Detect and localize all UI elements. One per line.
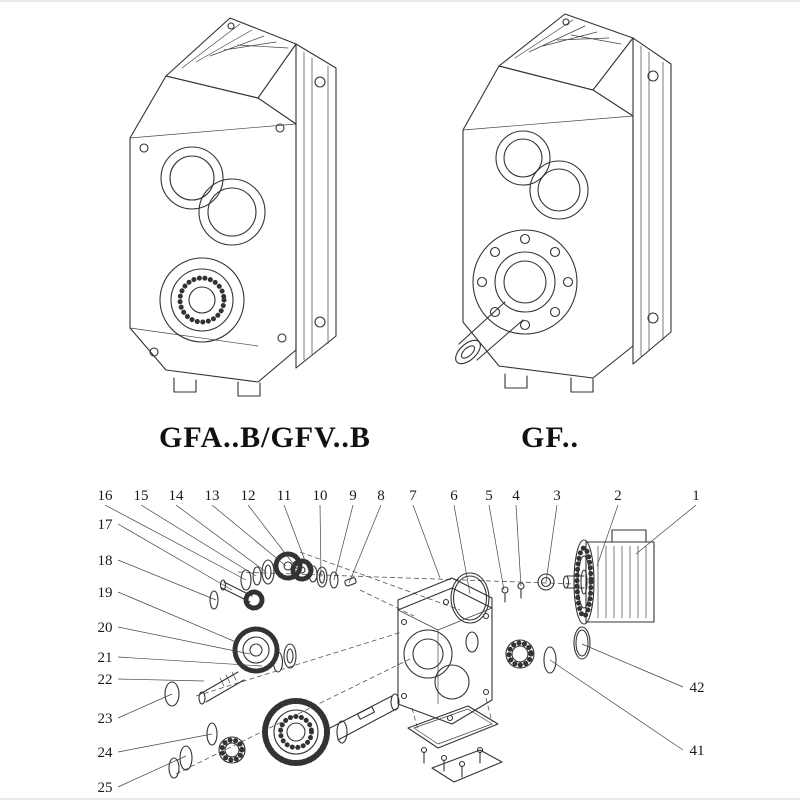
gear-housing: [397, 587, 493, 725]
part-number: 12: [241, 488, 256, 504]
leader-line: [412, 504, 441, 579]
motor-shaft: [562, 575, 570, 589]
washer-part: [272, 651, 284, 673]
part-number: 25: [98, 780, 113, 796]
key-part: [344, 577, 357, 587]
part-number: 41: [690, 743, 705, 759]
part-number: 8: [377, 488, 385, 504]
part-number: 23: [98, 711, 113, 727]
leader-line: [104, 504, 247, 581]
leader-line: [211, 504, 287, 567]
part-number: 24: [98, 745, 114, 761]
leader-line: [117, 559, 217, 601]
key-part: [356, 706, 376, 720]
leader-line: [348, 504, 382, 584]
model-label-gfab-gfvb: GFA..B/GFV..B: [159, 421, 371, 454]
motor-body: [585, 541, 655, 623]
cover-plate-part: [431, 749, 503, 783]
leader-line: [117, 656, 263, 667]
o-ring-part: [450, 572, 490, 624]
bearing-part: [537, 573, 555, 591]
leader-line: [117, 693, 173, 719]
part-number: 1: [692, 488, 700, 504]
part-number: 15: [134, 488, 149, 504]
leader-line: [581, 643, 684, 688]
part-number: 5: [485, 488, 493, 504]
washer-part: [209, 590, 219, 610]
part-number: 42: [690, 680, 705, 696]
part-number: 14: [169, 488, 185, 504]
part-number: 18: [98, 553, 113, 569]
part-number: 7: [409, 488, 417, 504]
circlip-part: [179, 745, 193, 771]
retaining-ring-part: [573, 626, 591, 660]
leader-line: [453, 504, 471, 595]
washer-part: [206, 722, 218, 746]
small-gear-part: [273, 551, 303, 581]
exploded-view-art: 1615141312111098765432117181920212223242…: [98, 488, 705, 796]
leader-line: [596, 504, 619, 567]
part-number: 10: [313, 488, 328, 504]
leader-line: [117, 755, 187, 788]
bearing-part: [283, 643, 297, 669]
gasket-part: [407, 705, 499, 749]
ring-part: [168, 757, 180, 779]
leader-line: [283, 504, 311, 575]
washer-part: [252, 566, 262, 586]
circlip-part: [164, 681, 180, 707]
leader-line: [545, 504, 558, 583]
part-number: 17: [98, 517, 114, 533]
leader-line: [117, 591, 237, 643]
part-number: 16: [98, 488, 114, 504]
part-number: 13: [205, 488, 220, 504]
bearing-part: [261, 559, 275, 585]
small-gear-part: [290, 558, 314, 582]
cover-bolts: [420, 746, 484, 778]
output-gear-part: [262, 698, 330, 766]
bearing-part: [218, 736, 246, 764]
part-number: 19: [98, 585, 113, 601]
leader-line: [319, 504, 322, 578]
part-number: 21: [98, 650, 113, 666]
part-number: 11: [277, 488, 291, 504]
gearbox-gf-art: [455, 13, 672, 393]
intermediate-gear-part: [232, 626, 280, 674]
leader-line: [247, 504, 299, 571]
bearing-part: [505, 639, 535, 669]
leader-line: [117, 626, 251, 655]
leader-line: [117, 733, 213, 753]
part-number: 6: [450, 488, 458, 504]
part-number: 20: [98, 620, 113, 636]
circlip-part: [543, 646, 557, 674]
leader-line: [333, 504, 354, 581]
leader-line: [488, 504, 505, 591]
leader-line: [635, 504, 697, 555]
part-number: 22: [98, 672, 113, 688]
part-number: 2: [614, 488, 622, 504]
part-number: 4: [512, 488, 520, 504]
part-number: 3: [553, 488, 561, 504]
bolt-part: [501, 586, 509, 594]
bearing-part: [316, 566, 328, 588]
leader-line: [175, 504, 267, 573]
gearbox-drawing-gf: [425, 6, 705, 406]
motor-flange: [573, 539, 595, 625]
model-label-gf: GF..: [521, 421, 579, 454]
leader-line: [515, 504, 522, 587]
leader-line: [117, 523, 233, 591]
leader-line: [117, 678, 205, 682]
leader-line: [549, 659, 684, 751]
exploded-parts: [164, 529, 655, 783]
leader-line: [140, 504, 257, 577]
ring-part: [329, 571, 339, 589]
pinion-shaft-part: [199, 671, 245, 703]
gearbox-gfab-art: [129, 17, 337, 397]
gearbox-drawing-gfab-gfvb: [100, 6, 380, 406]
part-number: 9: [349, 488, 357, 504]
